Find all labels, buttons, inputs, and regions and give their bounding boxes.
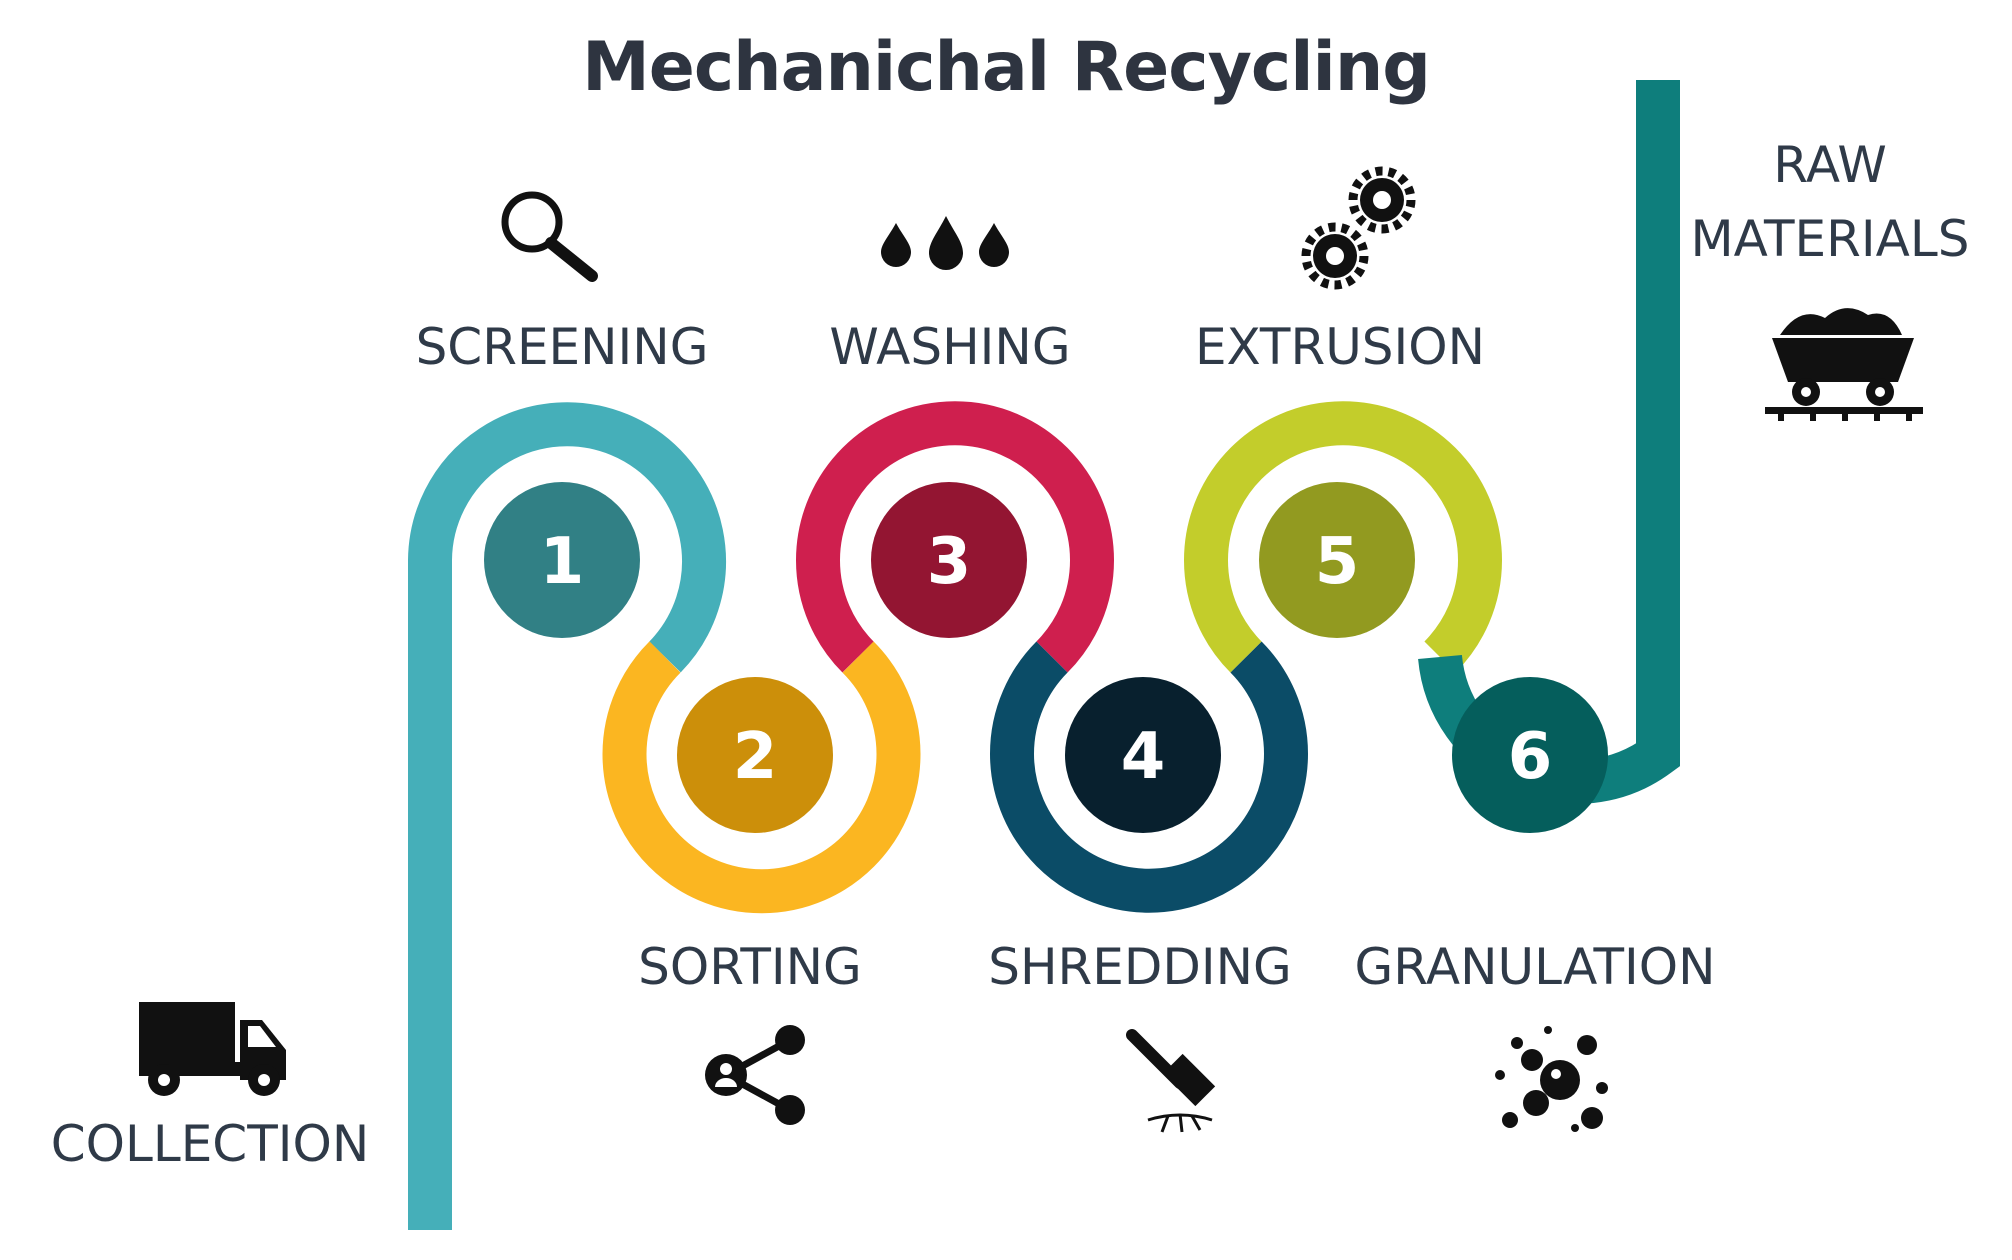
step-1-circle (484, 482, 640, 638)
diagram-title: Mechanichal Recycling (582, 28, 1431, 107)
path-segment-6-raw (1418, 80, 1680, 804)
step-1-number: 1 (540, 525, 585, 599)
mine-cart-icon (1765, 308, 1923, 421)
step-4-number: 4 (1121, 720, 1166, 794)
step-4-circle (1065, 677, 1221, 833)
step-6-number: 6 (1508, 720, 1553, 794)
water-drops-icon (881, 216, 1009, 270)
raw-materials-label-line2: MATERIALS (1690, 210, 1970, 268)
path-segment-2 (602, 641, 921, 914)
step-5-label: EXTRUSION (1194, 318, 1486, 376)
step-3-number: 3 (927, 525, 972, 599)
collection-label: COLLECTION (50, 1115, 370, 1173)
step-2-label: SORTING (638, 938, 862, 996)
gears-icon (1301, 166, 1416, 290)
magnifier-icon (501, 191, 598, 282)
path-segment-3 (796, 401, 1114, 673)
step-6-label: GRANULATION (1354, 938, 1716, 996)
path-segment-collection-1 (408, 402, 726, 1230)
truck-icon (139, 1002, 286, 1096)
share-network-icon (705, 1025, 805, 1125)
step-4-label: SHREDDING (988, 938, 1292, 996)
granules-icon (1495, 1026, 1608, 1132)
path-segment-5 (1184, 401, 1502, 673)
step-3-circle (871, 482, 1027, 638)
step-5-number: 5 (1315, 525, 1360, 599)
raw-materials-label-line1: RAW (1773, 136, 1887, 194)
step-6-circle (1452, 677, 1608, 833)
path-segment-4 (990, 641, 1308, 913)
hammer-icon (1126, 1029, 1216, 1133)
step-3-label: WASHING (829, 318, 1071, 376)
step-1-label: SCREENING (415, 318, 709, 376)
step-2-circle (677, 677, 833, 833)
step-5-circle (1259, 482, 1415, 638)
step-2-number: 2 (733, 720, 778, 794)
